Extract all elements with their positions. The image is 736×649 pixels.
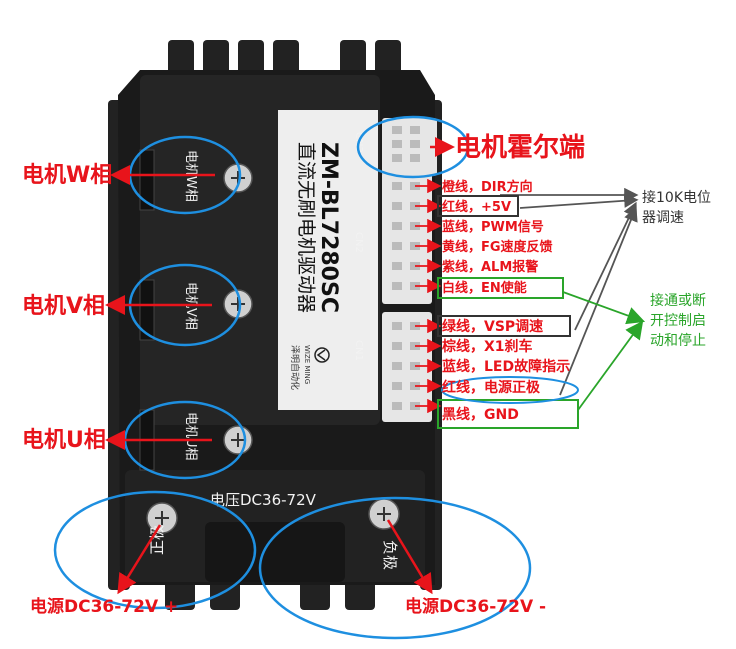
pot-note-line1: 接10K电位 xyxy=(642,189,711,206)
callout-hall: 电机霍尔端 xyxy=(455,132,585,163)
wire-arrows xyxy=(415,178,442,414)
callout-motor-w: 电机W相 xyxy=(22,163,112,188)
print-phase-u: 电机U相 xyxy=(183,412,198,461)
dark-boxes xyxy=(437,195,571,337)
connector-cn2 xyxy=(382,172,432,304)
callout-power-neg: 电源DC36-72V - xyxy=(405,596,546,617)
cn1-wire-1: 绿线，VSP调速 xyxy=(442,318,543,335)
switch-note-line1: 接通或断 xyxy=(650,292,706,309)
brand-en: WIZE MING xyxy=(303,345,311,384)
cn1-wire-2: 棕线，X1刹车 xyxy=(441,338,533,355)
connector-cn3 xyxy=(382,118,437,176)
screw-slots xyxy=(155,171,391,525)
callout-motor-v: 电机V相 xyxy=(22,294,105,319)
cn2-wire-2: 红线，+5V xyxy=(442,199,511,215)
print-neg: 负极 xyxy=(381,540,399,570)
cn2-wire-3: 蓝线，PWM信号 xyxy=(442,219,544,235)
green-boxes xyxy=(437,277,579,429)
product-sticker xyxy=(278,110,378,410)
callout-power-pos: 电源DC36-72V + xyxy=(30,596,178,617)
switch-note-line2: 开控制启 xyxy=(650,313,706,329)
cn1-wire-3: 蓝线，LED故障指示 xyxy=(442,358,570,375)
print-pos: 正极 xyxy=(148,525,166,555)
callout-motor-u: 电机U相 xyxy=(22,428,106,453)
switch-note-line3: 动和停止 xyxy=(650,332,706,349)
cn1-label: CN1 xyxy=(353,340,364,361)
red-arrows xyxy=(105,137,455,595)
pot-note-line2: 器调速 xyxy=(642,210,684,226)
sticker-title: 直流无刷电机驱动器 xyxy=(295,142,317,313)
brand-logo xyxy=(314,347,330,363)
center-slot xyxy=(205,522,345,582)
cn2-wire-6: 白线，EN使能 xyxy=(442,280,527,296)
print-voltage: 电压DC36-72V xyxy=(210,491,317,509)
brand-cn: 泽明自动化 xyxy=(289,345,301,390)
cn1-wire-5: 黑线，GND xyxy=(442,406,519,423)
cn2-wire-5: 紫线，ALM报警 xyxy=(442,259,538,275)
cn2-wire-1: 橙线，DIR方向 xyxy=(442,179,533,195)
cn1-wire-4: 红线，电源正极 xyxy=(442,379,541,396)
switch-lines xyxy=(562,291,646,411)
sticker-model: ZM-BL7280SC xyxy=(316,142,341,313)
blue-ellipse-power xyxy=(441,376,579,404)
cn2-label: CN2 xyxy=(353,232,364,253)
pot-lines xyxy=(500,187,639,396)
cn2-wire-4: 黄线，FG速度反馈 xyxy=(442,239,553,255)
